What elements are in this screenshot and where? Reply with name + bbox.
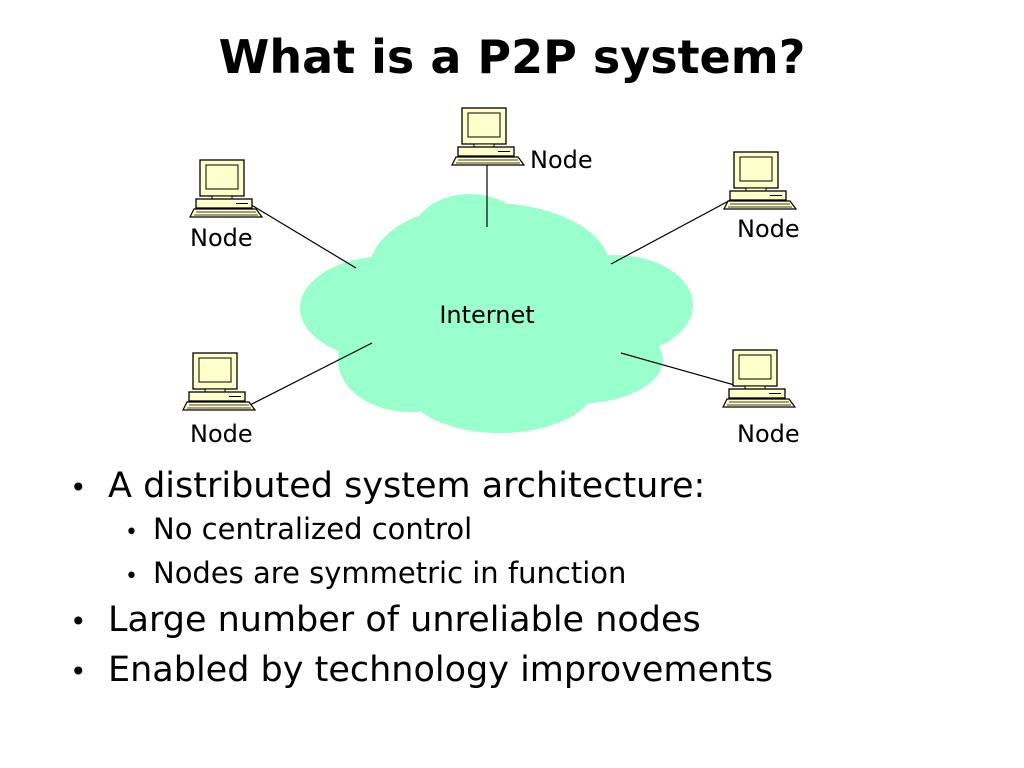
internet-cloud	[300, 194, 693, 433]
sub-bullet-text: Nodes are symmetric in function	[153, 556, 627, 590]
internet-label: Internet	[439, 301, 534, 329]
bullet-marker: •	[70, 605, 87, 638]
link-bottom-left	[247, 342, 373, 407]
bullet-text: A distributed system architecture:	[108, 466, 706, 506]
bullet-item: • Large number of unreliable nodes	[70, 600, 970, 640]
sub-bullet-text: No centralized control	[153, 512, 473, 546]
node-bottom-right-label: Node	[737, 420, 800, 448]
node-top-right-computer-icon	[723, 151, 797, 210]
sub-bullet-item: • No centralized control	[125, 512, 970, 546]
node-top-left-computer-icon	[189, 159, 263, 218]
node-bottom-right-computer-icon	[722, 349, 796, 408]
link-top-right	[610, 195, 739, 265]
bullet-item: • Enabled by technology improvements	[70, 650, 970, 690]
slide-title: What is a P2P system?	[218, 30, 806, 84]
bullet-text: Enabled by technology improvements	[108, 650, 774, 690]
p2p-network-diagram: Internet Node Node Node	[182, 107, 800, 448]
bullet-text: Large number of unreliable nodes	[108, 600, 701, 640]
connection-lines	[247, 160, 739, 407]
node-bottom-left-label: Node	[190, 420, 253, 448]
node-top-left-label: Node	[190, 224, 253, 252]
bullet-marker: •	[70, 471, 87, 504]
link-bottom-right	[620, 352, 739, 387]
sub-bullet-marker: •	[125, 520, 138, 545]
sub-bullet-marker: •	[125, 564, 138, 589]
node-top-label: Node	[530, 146, 593, 174]
sub-bullet-item: • Nodes are symmetric in function	[125, 556, 970, 590]
link-top-left	[247, 202, 357, 269]
node-top-computer-icon	[451, 107, 525, 166]
node-top-right-label: Node	[737, 215, 800, 243]
node-bottom-left-computer-icon	[182, 352, 256, 411]
bullet-marker: •	[70, 655, 87, 688]
bullet-list: • A distributed system architecture: • N…	[70, 466, 970, 692]
bullet-item: • A distributed system architecture:	[70, 466, 970, 506]
